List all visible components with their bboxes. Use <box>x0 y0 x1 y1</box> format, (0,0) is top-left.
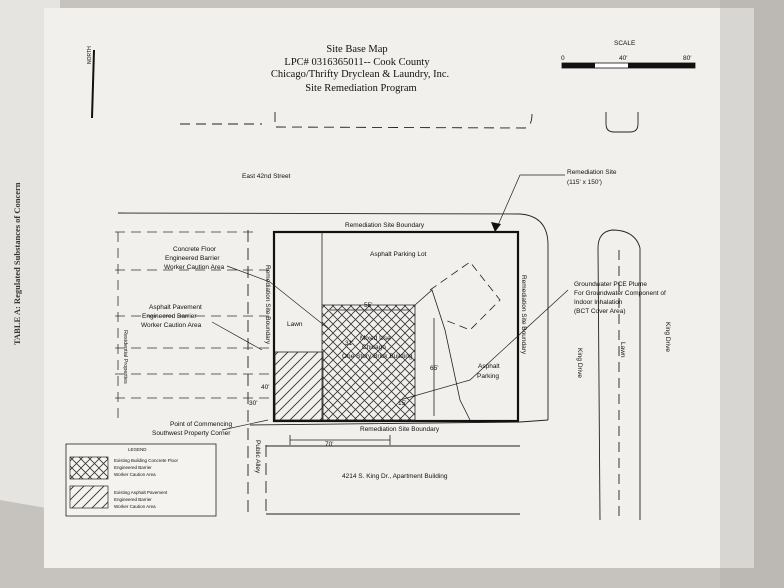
legend-swatch-asphalt <box>69 485 109 509</box>
street-edges <box>117 112 641 521</box>
boundary-label-bottom: Remediation Site Boundary <box>360 426 440 433</box>
legend-item1-line1: Existing Building Concrete Floor <box>114 458 179 463</box>
scale-tick-40: 40' <box>619 55 627 62</box>
public-alley-label: Public Alley <box>254 440 261 474</box>
concrete-floor-label: Concrete Floor <box>173 246 217 253</box>
legend-item1-line2: Engineered Barrier <box>114 465 152 470</box>
site-interior-lines <box>289 232 501 445</box>
street-east-42nd: East 42nd Street <box>242 173 291 180</box>
apartment-label: 4214 S. King Dr., Apartment Building <box>342 473 448 480</box>
lawn-median-label: Lawn <box>619 342 626 358</box>
legend-item2-line3: Worker Caution Area <box>114 504 156 509</box>
dim-15: 15' <box>398 400 406 407</box>
north-arrow: NORTH <box>87 46 95 119</box>
asphalt-barrier-label: Engineered Barrier <box>142 313 197 320</box>
remediation-site-label: Remediation Site <box>567 169 617 176</box>
dim-55: 55' <box>364 302 372 309</box>
scale-bar: SCALE 0 40' 80' <box>561 40 696 69</box>
building-use-label: Mixed Use <box>360 335 391 342</box>
dim-65: 65' <box>430 365 438 372</box>
boundary-label-top: Remediation Site Boundary <box>345 222 425 229</box>
boundary-label-left: Remediation Site Boundary <box>264 265 271 345</box>
legend-swatch-concrete <box>69 456 109 480</box>
legend-title: LEGEND <box>128 447 147 452</box>
gw-component-label: For Groundwater Component of <box>574 290 666 297</box>
map-title: Site Base Map <box>326 44 387 55</box>
legend: LEGEND Existing Building Concrete Floor … <box>65 443 217 517</box>
scale-title: SCALE <box>614 40 636 47</box>
residential-lines <box>115 231 270 418</box>
gw-inhalation-label: Indoor Inhalation <box>574 299 623 306</box>
leader-lines <box>211 174 569 431</box>
boundary-label-right: Remediation Site Boundary <box>520 275 527 355</box>
asphalt-caution-label: Worker Caution Area <box>141 322 202 329</box>
remediation-site-boundary <box>272 230 520 423</box>
parking-label: Parking <box>477 373 499 380</box>
remediation-site-size: (115' x 150') <box>567 179 602 186</box>
asphalt-label: Asphalt <box>478 363 500 370</box>
gw-plume-label: Groundwater PCE Plume <box>574 281 647 288</box>
concrete-caution-label: Worker Caution Area <box>164 264 225 271</box>
site-name: Chicago/Thrifty Dryclean & Laundry, Inc. <box>271 69 449 80</box>
building-type-label: One Story Brick Building <box>342 353 413 360</box>
side-title: TABLE A: Regulated Substances of Concern <box>12 182 22 345</box>
asphalt-pavement-label: Asphalt Pavement <box>149 304 202 311</box>
north-label: NORTH <box>87 46 93 64</box>
dim-31: 31' <box>345 340 353 347</box>
street-king-drive-east: King Drive <box>664 322 671 352</box>
concrete-barrier-area <box>321 304 416 421</box>
title-block: Site Base Map LPC# 0316365011-- Cook Cou… <box>271 44 449 94</box>
program-name: Site Remediation Program <box>305 83 416 94</box>
lawn-site-label: Lawn <box>287 321 303 328</box>
legend-item2-line1: Existing Asphalt Pavement <box>114 490 168 495</box>
scale-tick-0: 0 <box>561 55 565 62</box>
gw-bct-label: (BCT Cover Area) <box>574 308 626 315</box>
building-city-label: Chicago <box>362 344 386 351</box>
poc-label: Point of Commencing <box>170 421 233 428</box>
residential-label: Residential Properties <box>122 330 128 384</box>
lpc-number: LPC# 0316365011-- Cook County <box>284 57 430 68</box>
dim-30: 30' <box>249 400 257 407</box>
concrete-barrier-label: Engineered Barrier <box>165 255 220 262</box>
poc-corner-label: Southwest Property Corner <box>152 430 231 437</box>
dim-70: 70' <box>325 441 333 448</box>
asphalt-parking-lot-label: Asphalt Parking Lot <box>370 251 427 258</box>
asphalt-barrier-area <box>274 351 324 421</box>
dim-40: 40' <box>261 384 269 391</box>
legend-item2-line2: Engineered Barrier <box>114 497 152 502</box>
legend-item1-line3: Worker Caution Area <box>114 472 156 477</box>
scale-tick-80: 80' <box>683 55 691 62</box>
street-king-drive-west: King Drive <box>576 348 583 378</box>
